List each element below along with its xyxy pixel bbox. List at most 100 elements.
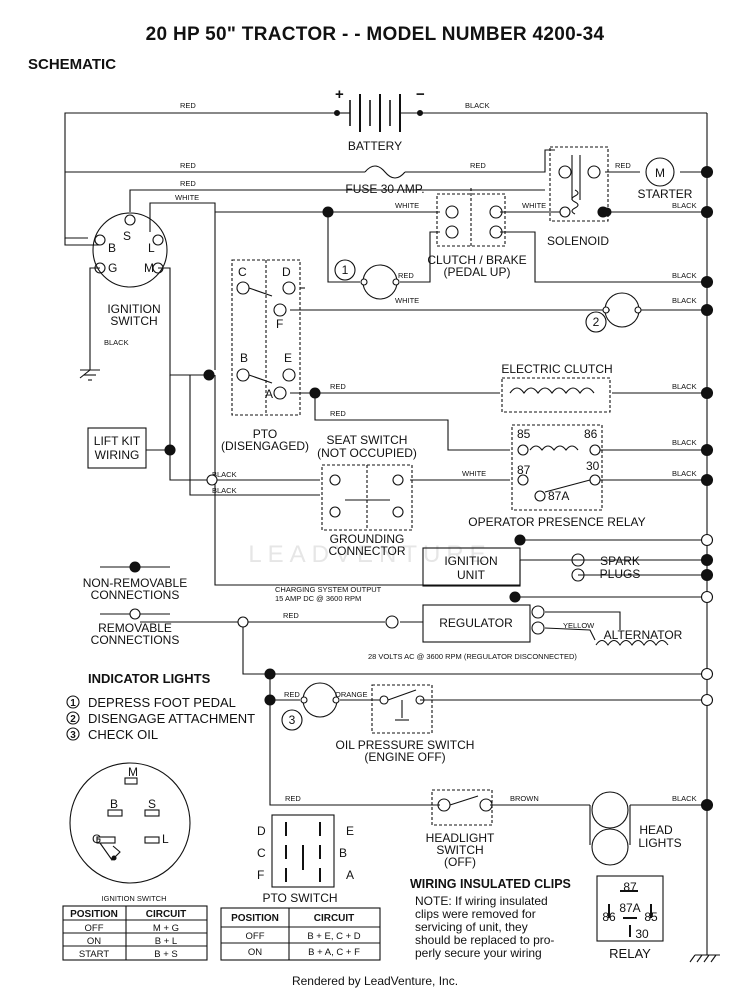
headlight-switch-label-2: SWITCH [436,843,483,857]
relay-terminal-30: 30 [586,459,600,473]
ign-table-caption: IGNITION SWITCH [102,894,167,903]
indicator-light-1 [334,259,400,300]
clips-line-1: NOTE: If wiring insulated [415,894,548,908]
ign-row-3-circuit: B + S [154,949,178,960]
ignition-switch [92,212,168,288]
ign-table-header-circuit: CIRCUIT [146,909,187,920]
pto-row-1-position: OFF [246,931,265,942]
pto-table-header-position: POSITION [231,913,279,924]
relay-detail-87: 87 [623,880,637,894]
fuse-label: FUSE 30 AMP. [345,182,424,196]
wire-red-8: RED [330,409,346,418]
indicator-text-2: DISENGAGE ATTACHMENT [88,711,255,726]
pto-row-1-circuit: B + E, C + D [307,931,360,942]
indicator-num-1: 1 [70,698,76,709]
wire-black-11: BLACK [672,794,697,803]
detail-terminal-m: M [128,765,138,779]
wire-white-5: WHITE [462,469,486,478]
headlight-switch [431,789,493,826]
wire-black-1: BLACK [465,101,490,110]
regulator-label: REGULATOR [439,616,513,630]
starter-label: STARTER [638,187,693,201]
wire-black-10: BLACK [672,469,697,478]
charging-label-1: CHARGING SYSTEM OUTPUT [275,585,382,594]
pto-detail-left-2: C [257,846,266,860]
relay-terminal-85: 85 [517,427,531,441]
wire-red-9: RED [283,611,299,620]
pto-detail-left-3: F [257,868,264,882]
pto-terminal-b: B [240,351,248,365]
wire-white-2: WHITE [395,201,419,210]
indicator-list [66,695,80,741]
clutch-brake-switch [436,188,506,247]
relay-terminal-86: 86 [584,427,598,441]
wire-red-10: RED [284,690,300,699]
ignition-unit-label-1: IGNITION [444,554,497,568]
ign-row-1-circuit: M + G [153,923,179,934]
headlight-switch-label-3: (OFF) [444,855,476,869]
indicator-light-2 [585,292,642,333]
indicator-text-3: CHECK OIL [88,727,158,742]
ignition-unit-label-2: UNIT [457,568,486,582]
wire-white-4: WHITE [395,296,419,305]
spark-plug-1 [571,553,585,567]
head-lights-label-1: HEAD [639,823,673,837]
ign-terminal-l: L [148,241,155,255]
detail-terminal-b: B [110,797,118,811]
spark-plug-2 [571,568,585,582]
relay-detail-label: RELAY [609,946,651,961]
electric-clutch [501,377,611,413]
starter [645,157,675,187]
ignition-switch-table [62,905,208,961]
charging-connector [385,615,399,629]
relay-detail [596,875,664,942]
wire-red-7: RED [330,382,346,391]
ignition-switch-detail [69,762,191,884]
ign-row-2-circuit: B + L [155,936,177,947]
wire-red-4: RED [180,179,196,188]
indicator-text-1: DEPRESS FOOT PEDAL [88,695,236,710]
wire-black-5: BLACK [104,338,129,347]
ign-terminal-m: M [144,261,154,275]
head-lights [591,791,629,866]
ign-row-2-position: ON [87,936,101,947]
wire-black-9: BLACK [212,486,237,495]
wire-black-2: BLACK [672,201,697,210]
wire-red-11: RED [285,794,301,803]
wire-white-1: WHITE [175,193,199,202]
relay-terminal-87: 87 [517,463,531,477]
connection-legend [100,561,170,620]
wire-orange: ORANGE [335,690,368,699]
clips-heading: WIRING INSULATED CLIPS [410,877,571,891]
ignition-switch-label-2: SWITCH [110,314,157,328]
pto-switch-detail [271,814,335,888]
wire-white-3: WHITE [522,201,546,210]
legend-non-removable-1: NON-REMOVABLE [83,576,187,590]
wire-labels: RED BLACK RED RED RED RED WHITE WHITE WH… [104,101,697,803]
wire-black-3: BLACK [672,271,697,280]
relay-detail-85: 85 [644,910,658,924]
pto-detail-left-1: D [257,824,266,838]
seat-switch [321,464,413,531]
detail-terminal-s: S [148,797,156,811]
pto-terminal-e: E [284,351,292,365]
pto-terminal-d: D [282,265,291,279]
light-3-number: 3 [289,713,296,727]
wire-black-6: BLACK [672,382,697,391]
page-title: 20 HP 50" TRACTOR - - MODEL NUMBER 4200-… [145,24,605,45]
legend-removable-2: CONNECTIONS [91,633,180,647]
ign-table-header-position: POSITION [70,909,118,920]
pto-row-2-circuit: B + A, C + F [308,947,360,958]
relay-detail-86: 86 [602,910,616,924]
legend-non-removable-2: CONNECTIONS [91,588,180,602]
indicator-num-3: 3 [70,730,76,741]
wire-black-7: BLACK [672,438,697,447]
battery-plus: + [335,86,344,103]
battery [333,94,424,132]
ignition-unit-box [422,547,521,587]
solenoid [549,146,609,222]
indicator-num-2: 2 [70,714,76,725]
clips-line-2: clips were removed for [415,907,536,921]
relay-terminal-87a: 87A [548,489,569,503]
